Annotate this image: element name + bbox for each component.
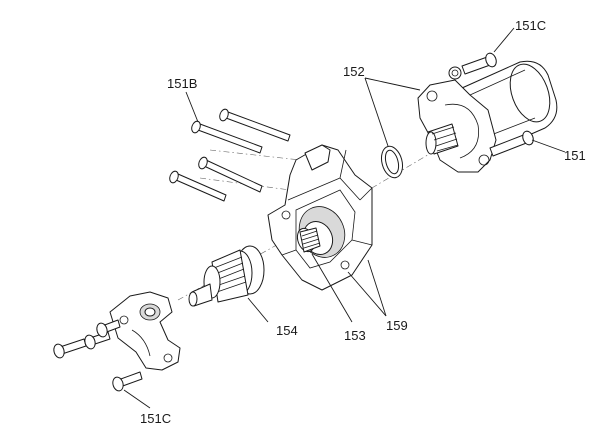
callout-151: 151: [564, 148, 586, 163]
long-bolt: [169, 170, 227, 202]
leader-lines: [123, 27, 566, 409]
long-bolt: [219, 108, 291, 142]
cover-bolt: [96, 319, 121, 338]
drive-gear-assembly: [188, 245, 265, 307]
callout-151c-top: 151C: [515, 18, 546, 33]
cover-bolt: [112, 371, 143, 392]
callout-151c-bottom: 151C: [140, 411, 171, 426]
idler-gear: [296, 227, 321, 253]
callout-151b: 151B: [167, 76, 197, 91]
cover-bolt: [53, 338, 87, 359]
motor-bolt: [489, 130, 534, 157]
starter-housing: [267, 144, 373, 291]
end-cover: [109, 291, 181, 371]
callout-154: 154: [276, 323, 298, 338]
starter-motor: [417, 60, 558, 173]
callout-153: 153: [344, 328, 366, 343]
long-bolt: [191, 120, 263, 154]
o-ring: [380, 145, 404, 179]
callout-159: 159: [386, 318, 408, 333]
callout-152: 152: [343, 64, 365, 79]
long-bolt: [198, 156, 263, 193]
motor-bolt: [448, 52, 497, 80]
